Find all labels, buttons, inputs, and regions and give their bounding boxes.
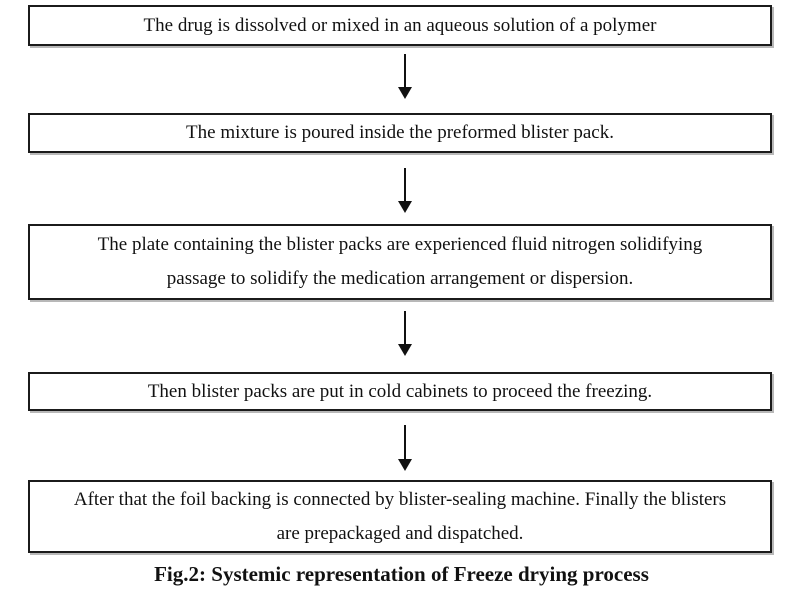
flowchart-step-4: Then blister packs are put in cold cabin… — [28, 372, 772, 411]
flowchart-step-5: After that the foil backing is connected… — [28, 480, 772, 553]
arrow-head-icon — [398, 344, 412, 356]
arrow-shaft — [404, 54, 406, 87]
arrow-head-icon — [398, 87, 412, 99]
arrow-shaft — [404, 425, 406, 459]
down-arrow-1 — [398, 54, 412, 99]
step-3-text-line-1: The plate containing the blister packs a… — [97, 234, 703, 255]
step-5-text-line-1: After that the foil backing is connected… — [73, 488, 727, 510]
down-arrow-4 — [398, 425, 412, 471]
step-4-text-line: Then blister packs are put in cold cabin… — [147, 380, 653, 402]
step-3-text-line-2: passage to solidify the medication arran… — [166, 268, 634, 289]
arrow-shaft — [404, 168, 406, 201]
step-1-text-line: The drug is dissolved or mixed in an aqu… — [143, 14, 657, 36]
down-arrow-3 — [398, 311, 412, 356]
arrow-head-icon — [398, 201, 412, 213]
arrow-head-icon — [398, 459, 412, 471]
flowchart-step-3: The plate containing the blister packs a… — [28, 224, 772, 300]
figure-caption: Fig.2: Systemic representation of Freeze… — [154, 562, 649, 586]
step-2-text-line: The mixture is poured inside the preform… — [186, 122, 614, 143]
step-5-text-line-2: are prepackaged and dispatched. — [276, 522, 524, 544]
down-arrow-2 — [398, 168, 412, 213]
flowchart-step-2: The mixture is poured inside the preform… — [28, 113, 772, 153]
arrow-shaft — [404, 311, 406, 344]
flowchart-step-1: The drug is dissolved or mixed in an aqu… — [28, 5, 772, 46]
